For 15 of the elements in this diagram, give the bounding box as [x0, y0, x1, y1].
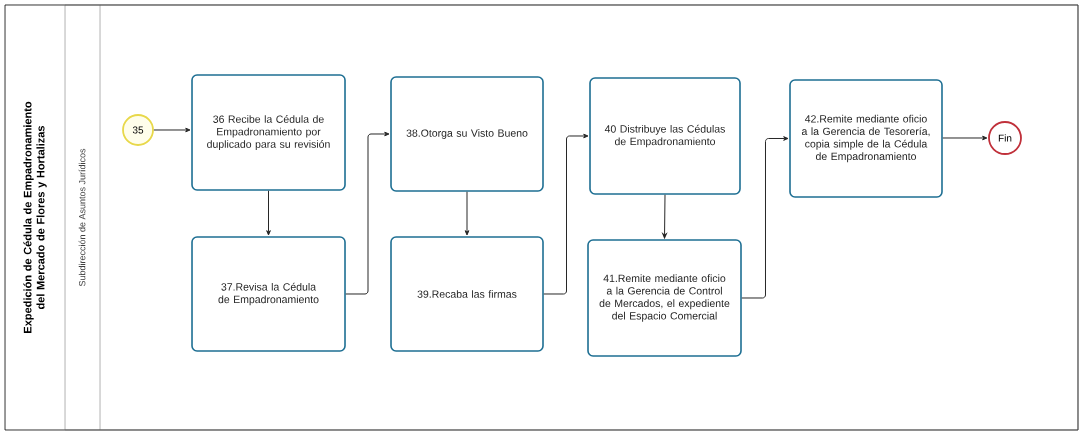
arrow [153, 127, 191, 133]
arrow [942, 135, 988, 141]
arrow [543, 133, 589, 295]
process-box: 39.Recaba las firmas [390, 236, 544, 352]
arrow [741, 136, 789, 299]
arrow [266, 190, 271, 236]
process-box: 37.Revisa la Cédula de Empadronamiento [191, 236, 346, 352]
arrow [464, 191, 470, 236]
arrow [345, 131, 390, 295]
process-box: 41.Remite mediante oficio a la Gerencia de Control de Mercados, el expediente del Espacio Comercial [587, 239, 742, 357]
process-box: 40 Distribuye las Cédulas de Empadronamiento [589, 77, 741, 195]
process-box: 38.Otorga su Visto Bueno [390, 76, 544, 192]
process-box: 42.Remite mediante oficio a la Gerencia de Tesorería, copia simple de la Cédula de Empadronamiento [789, 79, 943, 198]
process-box: 36 Recibe la Cédula de Empadronamiento por duplicado para su revisión [191, 74, 346, 191]
arrow [662, 194, 667, 239]
